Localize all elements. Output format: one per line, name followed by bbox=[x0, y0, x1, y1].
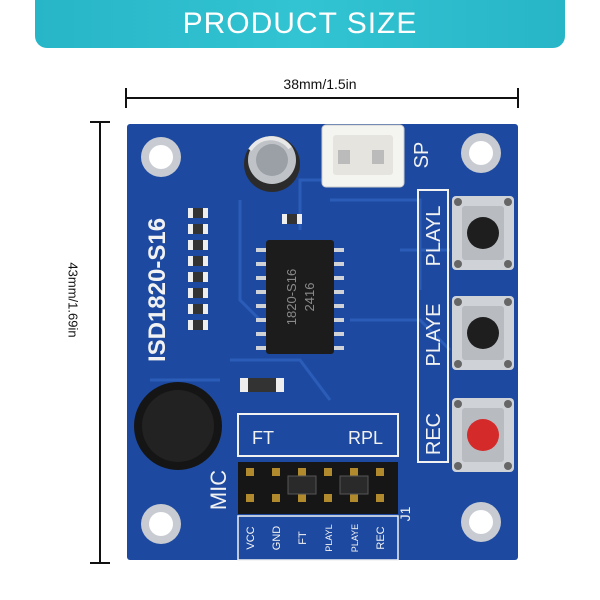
chip-label-line2: 2416 bbox=[302, 283, 317, 312]
pin-label-rec: REC bbox=[375, 526, 387, 549]
pcb-traces bbox=[150, 178, 452, 401]
button-label-panel bbox=[417, 189, 449, 463]
ic-chip: 1820-S16 2416 bbox=[256, 240, 344, 354]
rec-button[interactable] bbox=[452, 398, 514, 472]
microphone bbox=[134, 382, 222, 470]
jumper-label-rpl: RPL bbox=[348, 428, 383, 448]
pin-label-frame bbox=[237, 515, 399, 561]
mic-label: MIC bbox=[206, 470, 231, 510]
jumper-frame bbox=[237, 413, 399, 457]
height-dimension-line bbox=[90, 121, 110, 564]
pin-label-playe: PLAYE bbox=[350, 524, 360, 552]
playe-button[interactable] bbox=[452, 296, 514, 370]
smd-components bbox=[188, 208, 302, 392]
capacitor bbox=[244, 136, 300, 192]
pin-label-vcc: VCC bbox=[245, 526, 257, 549]
jumper-ref-label: J1 bbox=[397, 506, 413, 521]
speaker-connector bbox=[321, 124, 405, 188]
pin-label-gnd: GND bbox=[271, 526, 283, 551]
button-label-playl: PLAYL bbox=[423, 206, 445, 267]
button-label-rec: REC bbox=[423, 413, 445, 455]
pin-label-ft: FT bbox=[297, 531, 309, 545]
chip-label-line1: 1820-S16 bbox=[284, 269, 299, 325]
title-banner: PRODUCT SIZE bbox=[35, 0, 565, 48]
speaker-label: SP bbox=[411, 142, 433, 169]
mounting-holes bbox=[141, 133, 501, 544]
playl-button[interactable] bbox=[452, 196, 514, 270]
model-label: ISD1820-S16 bbox=[144, 218, 171, 362]
jumper-label-ft: FT bbox=[252, 428, 274, 448]
width-dimension-line bbox=[125, 88, 519, 108]
width-dimension-label: 38mm/1.5in bbox=[283, 76, 357, 92]
pin-header bbox=[238, 462, 398, 514]
button-label-playe: PLAYE bbox=[423, 304, 445, 367]
pin-label-playl: PLAYL bbox=[324, 524, 334, 551]
banner-title: PRODUCT SIZE bbox=[182, 7, 418, 40]
